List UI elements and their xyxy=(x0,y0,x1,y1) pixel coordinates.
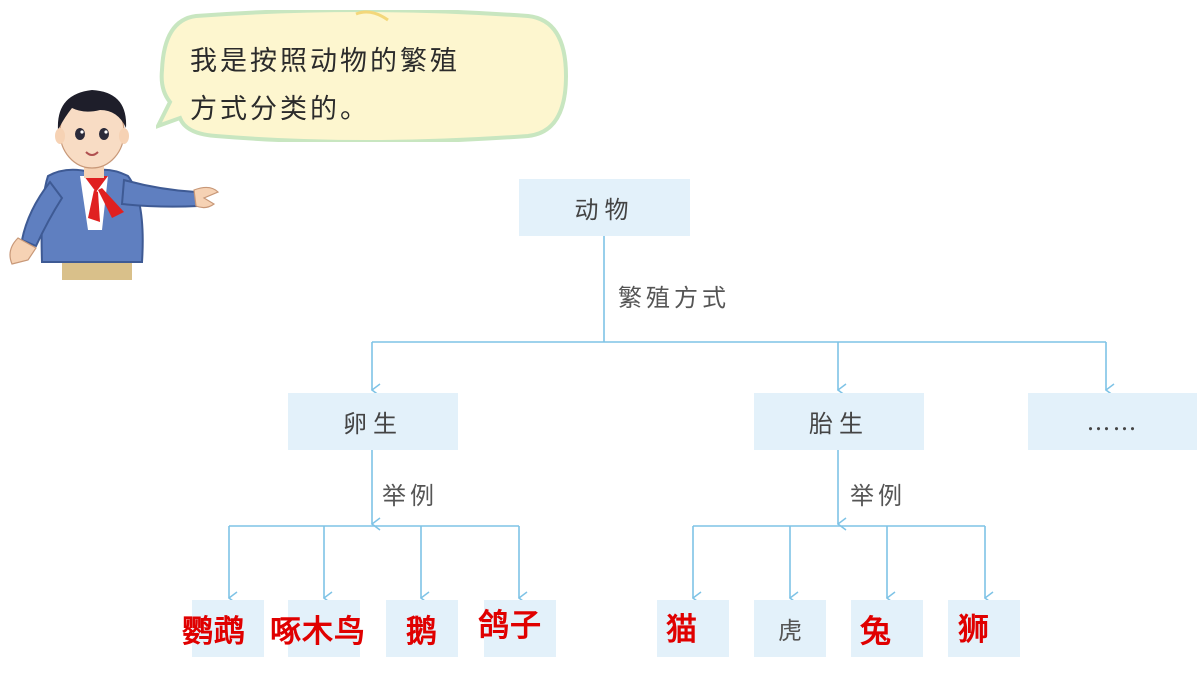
leaf-box-ovi-2 xyxy=(288,600,360,657)
leaf-vivi-4-text: 狮 xyxy=(958,612,990,648)
viviparous-edge-label: 举例 xyxy=(850,482,906,510)
root-node-label: 动物 xyxy=(574,196,635,224)
leaf-ovi-2-text: 啄木鸟 xyxy=(270,614,366,650)
leaf-vivi-1-text: 猫 xyxy=(666,612,698,648)
node-oviparous: 卵生 xyxy=(288,393,458,450)
node-more-label: …… xyxy=(1086,407,1139,436)
boy-character-icon xyxy=(9,90,220,280)
node-viviparous-label: 胎生 xyxy=(809,410,869,438)
root-edge-label: 繁殖方式 xyxy=(618,284,730,312)
leaf-ovi-1-text: 鹦鹉 xyxy=(182,614,246,650)
node-viviparous: 胎生 xyxy=(754,393,924,450)
oviparous-edge-label: 举例 xyxy=(382,482,438,510)
leaf-box-ovi-3 xyxy=(386,600,458,657)
node-more: …… xyxy=(1028,393,1197,450)
node-oviparous-label: 卵生 xyxy=(343,410,403,438)
leaf-ovi-3-text: 鹅 xyxy=(406,614,438,650)
leaf-box-vivi-4 xyxy=(948,600,1020,657)
speech-text: 我是按照动物的繁殖 方式分类的。 xyxy=(190,38,550,134)
leaf-box-vivi-1 xyxy=(657,600,729,657)
leaf-box-ovi-4 xyxy=(484,600,556,657)
leaf-box-ovi-1 xyxy=(192,600,264,657)
leaf-vivi-2-text: 虎 xyxy=(778,617,802,645)
leaf-vivi-3-text: 兔 xyxy=(860,614,892,650)
speech-line-1: 我是按照动物的繁殖 xyxy=(190,46,460,77)
root-node: 动物 xyxy=(519,179,690,236)
leaf-box-vivi-3 xyxy=(851,600,923,657)
speech-line-2: 方式分类的。 xyxy=(190,94,370,125)
speech-bubble xyxy=(156,10,568,142)
leaf-box-vivi-2: 虎 xyxy=(754,600,826,657)
leaf-ovi-4-text: 鸽子 xyxy=(478,608,542,644)
